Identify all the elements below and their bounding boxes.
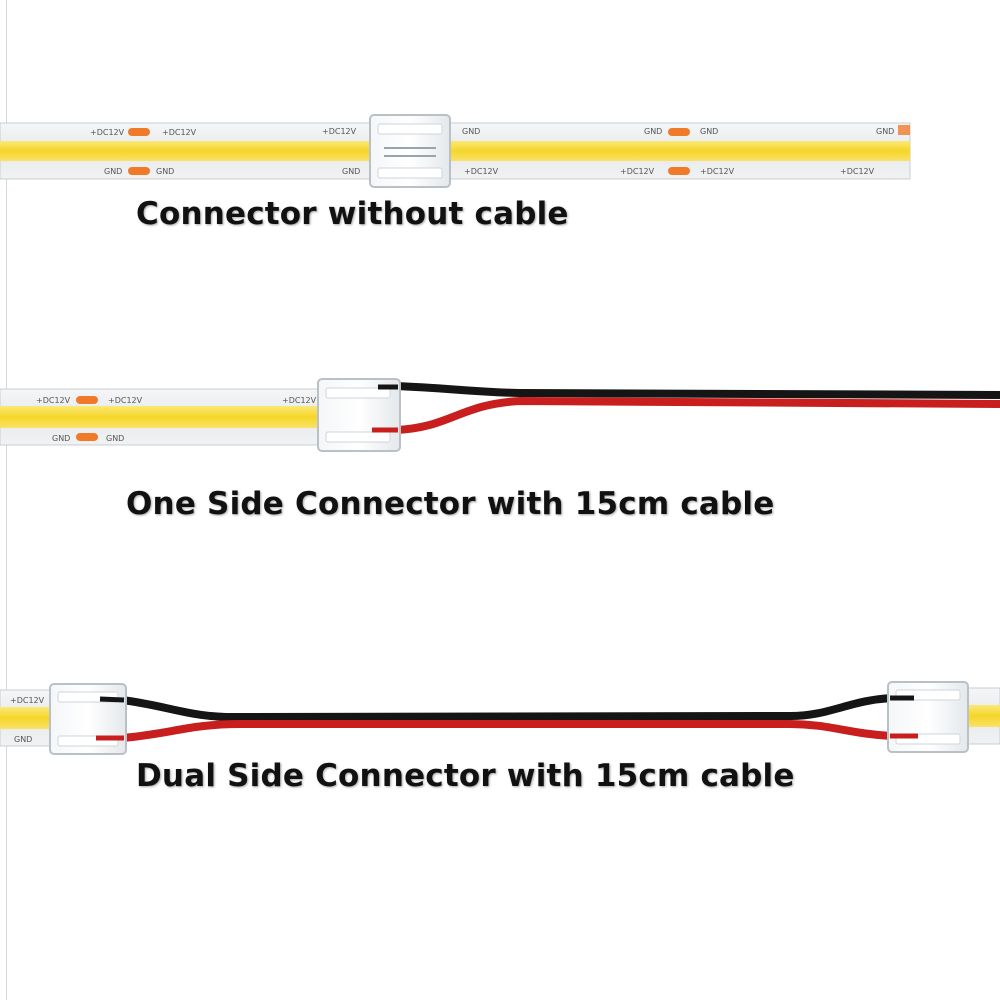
solder-pad: [128, 128, 150, 136]
marking-positive: +DC12V: [700, 167, 735, 176]
marking-ground: GND: [644, 127, 662, 136]
marking-positive: +DC12V: [90, 128, 125, 137]
clear-snap-connector-icon: [317, 378, 401, 452]
clear-snap-connector-icon: [887, 681, 969, 753]
marking-positive: +DC12V: [322, 127, 357, 136]
page-edge-line: [6, 0, 7, 1000]
led-band-right: [962, 705, 1000, 727]
marking-positive: +DC12V: [282, 396, 317, 405]
caption-dual-side-connector: Dual Side Connector with 15cm cable: [136, 758, 795, 794]
led-band-left: [0, 141, 376, 161]
marking-ground: GND: [462, 127, 480, 136]
marking-ground: GND: [106, 434, 124, 443]
solder-pad: [76, 396, 98, 404]
marking-positive: +DC12V: [10, 696, 45, 705]
marking-positive: +DC12V: [464, 167, 499, 176]
clear-snap-connector-icon: [49, 683, 127, 755]
caption-connector-without-cable: Connector without cable: [136, 196, 569, 232]
marking-positive: +DC12V: [162, 128, 197, 137]
solder-pad: [76, 433, 98, 441]
marking-positive: +DC12V: [840, 167, 875, 176]
marking-ground: GND: [342, 167, 360, 176]
marking-ground: GND: [876, 127, 894, 136]
strip-group-1: +DC12V +DC12V GND GND +DC12V GND GND +DC…: [0, 114, 911, 188]
led-band-left: [0, 707, 58, 729]
twin-wire-icon: [394, 382, 1000, 434]
solder-pad: [668, 167, 690, 175]
solder-pad: [128, 167, 150, 175]
marking-ground: GND: [156, 167, 174, 176]
marking-ground: GND: [14, 735, 32, 744]
clear-snap-connector-icon: [369, 114, 451, 188]
marking-ground: GND: [104, 167, 122, 176]
caption-one-side-connector: One Side Connector with 15cm cable: [126, 486, 775, 522]
marking-positive: +DC12V: [620, 167, 655, 176]
solder-pad: [668, 128, 690, 136]
strip-group-3: +DC12V GND: [0, 681, 1000, 755]
strip-group-2: +DC12V +DC12V +DC12V GND GND: [0, 378, 1000, 452]
marking-ground: GND: [700, 127, 718, 136]
marking-positive: +DC12V: [36, 396, 71, 405]
led-band: [0, 406, 330, 428]
twin-wire-icon: [121, 694, 893, 742]
marking-ground: GND: [52, 434, 70, 443]
strip-end-tab: [898, 125, 910, 135]
led-band-right: [444, 141, 910, 161]
marking-positive: +DC12V: [108, 396, 143, 405]
